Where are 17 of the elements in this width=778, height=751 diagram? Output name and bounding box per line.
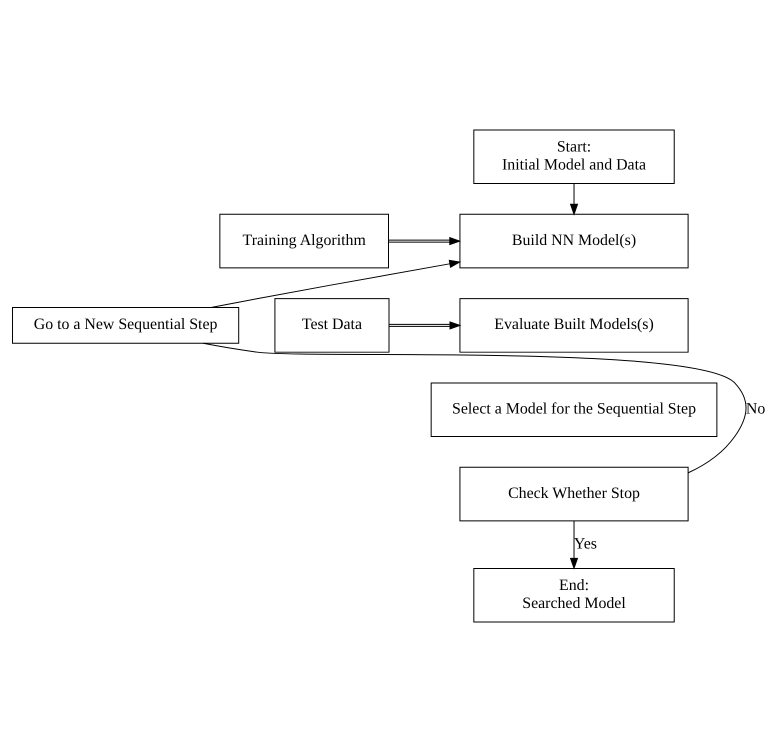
node-box: Test Data bbox=[274, 298, 390, 352]
arrow bbox=[210, 259, 462, 308]
node-box: Evaluate Built Models(s) bbox=[459, 298, 689, 352]
node-box: End: Searched Model bbox=[473, 567, 675, 622]
arrow bbox=[388, 320, 462, 330]
edge-label: No bbox=[746, 400, 766, 417]
arrow bbox=[388, 236, 462, 245]
arrow bbox=[570, 520, 578, 570]
arrow bbox=[570, 182, 578, 216]
node-box: Build NN Model(s) bbox=[459, 213, 689, 268]
node-box: Go to a New Sequential Step bbox=[12, 306, 240, 344]
node-box: Start: Initial Model and Data bbox=[473, 128, 675, 184]
node-box: Training Algorithm bbox=[219, 213, 389, 268]
edge-label: Yes bbox=[574, 534, 597, 552]
node-box: Check Whether Stop bbox=[459, 466, 689, 521]
node-box: Select a Model for the Sequential Step bbox=[430, 382, 718, 436]
connector bbox=[202, 342, 746, 473]
